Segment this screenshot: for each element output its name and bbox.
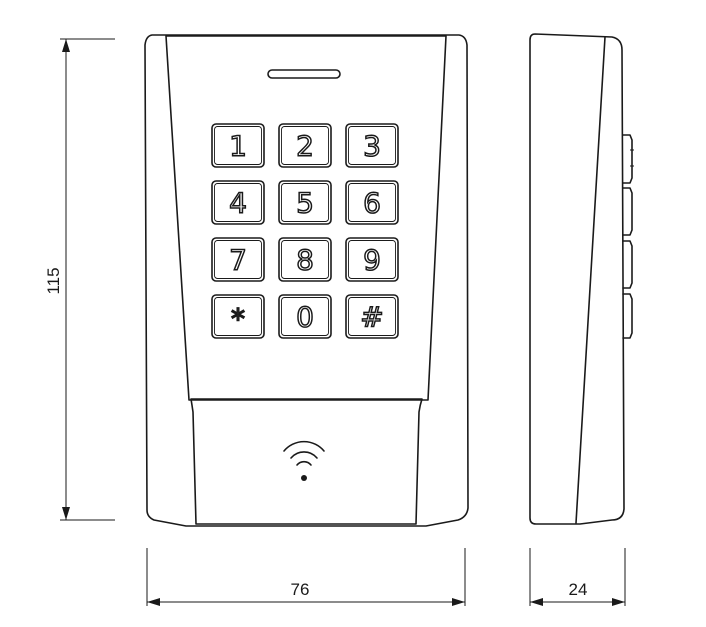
wifi-wireless-icon (283, 440, 325, 481)
key-7[interactable]: 7 (211, 237, 265, 282)
key-label: # (360, 301, 383, 334)
height-dimension-label: 115 (44, 267, 63, 294)
key-label: 0 (296, 301, 314, 334)
side-tab-1 (622, 134, 633, 184)
rfid-reader-area (190, 398, 423, 525)
key-star[interactable]: * (211, 294, 265, 339)
key-1[interactable]: 1 (211, 123, 265, 168)
keypad-grid: 1 2 3 4 5 6 7 8 9 * 0 # (211, 123, 399, 339)
key-label: 1 (229, 130, 247, 163)
key-label: 8 (296, 244, 314, 277)
front-view: 1 2 3 4 5 6 7 8 9 * 0 # (144, 34, 469, 527)
key-4[interactable]: 4 (211, 180, 265, 225)
side-tab-4 (622, 293, 633, 339)
key-label: 3 (363, 130, 381, 163)
key-label: 7 (229, 244, 247, 277)
front-inner-bevel (165, 35, 447, 401)
key-8[interactable]: 8 (278, 237, 332, 282)
key-9[interactable]: 9 (345, 237, 399, 282)
key-hash[interactable]: # (345, 294, 399, 339)
depth-dimension-label: 24 (569, 580, 588, 599)
side-tab-3 (622, 240, 633, 289)
depth-dimension: 24 (529, 548, 626, 606)
width-dimension: 76 (146, 548, 466, 606)
key-label: 5 (296, 187, 314, 220)
led-indicator-slot (267, 69, 341, 79)
key-5[interactable]: 5 (278, 180, 332, 225)
key-2[interactable]: 2 (278, 123, 332, 168)
side-tab-2 (622, 187, 633, 236)
key-6[interactable]: 6 (345, 180, 399, 225)
key-label: 4 (229, 187, 247, 220)
side-outline (529, 33, 625, 525)
width-dimension-label: 76 (291, 580, 310, 599)
key-label: 9 (363, 244, 381, 277)
side-front-face-line (575, 36, 606, 524)
height-dimension: 115 (44, 38, 115, 521)
front-outer-outline (144, 34, 469, 527)
key-3[interactable]: 3 (345, 123, 399, 168)
key-label: 6 (363, 187, 381, 220)
key-0[interactable]: 0 (278, 294, 332, 339)
key-label: * (231, 303, 245, 336)
side-view (529, 33, 634, 525)
key-label: 2 (296, 130, 314, 163)
